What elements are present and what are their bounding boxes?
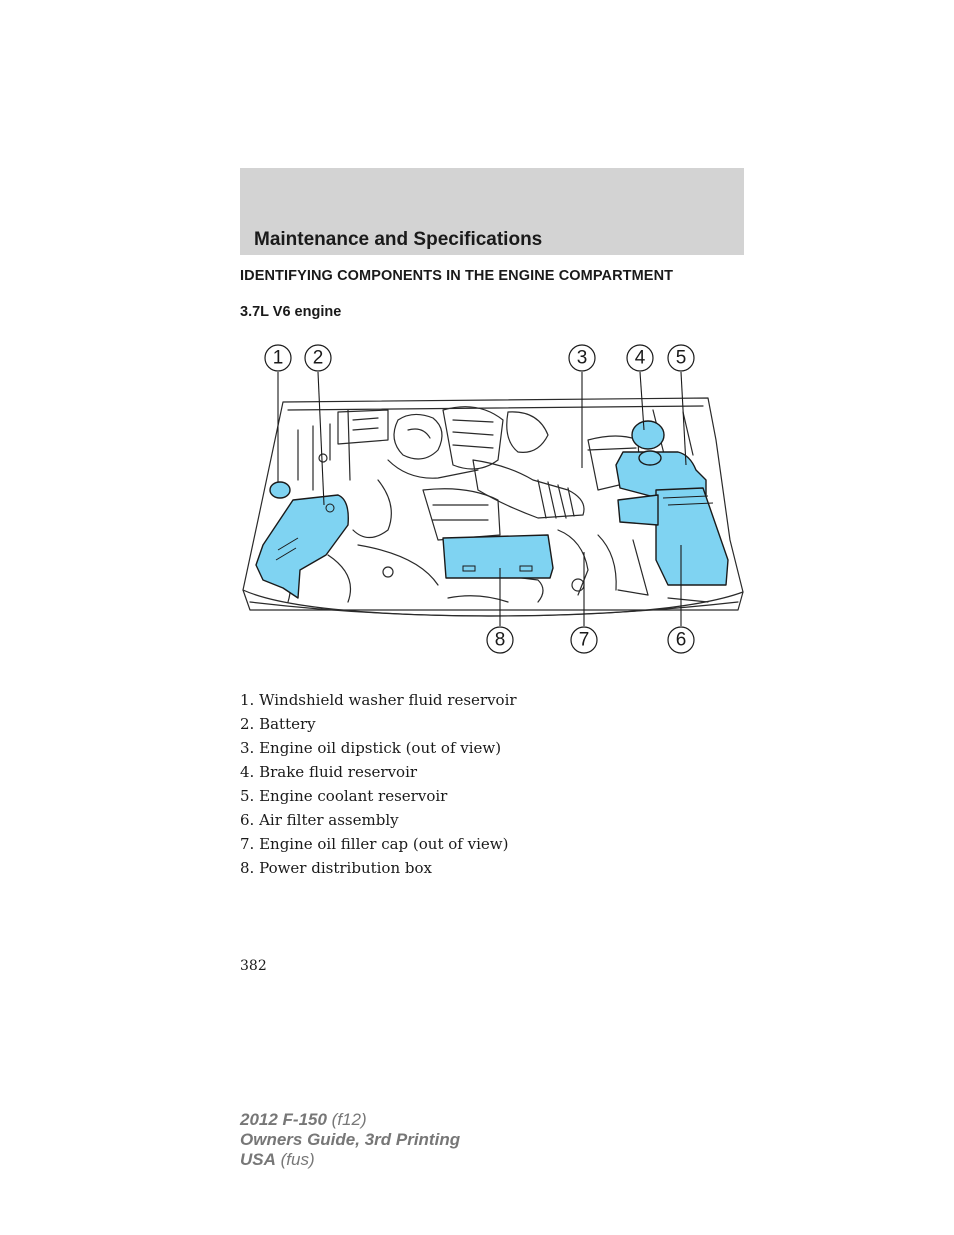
callout-5: 5 — [667, 344, 695, 372]
callout-label-8: 8 — [495, 630, 506, 651]
legend-item: 8. Power distribution box — [240, 859, 432, 877]
section-header-band — [240, 168, 744, 255]
page-number: 382 — [240, 958, 267, 974]
callout-leaders — [277, 371, 687, 626]
callout-8: 8 — [486, 626, 514, 654]
footer-market-code: (fus) — [275, 1150, 315, 1169]
callout-label-4: 4 — [635, 348, 646, 369]
callout-3: 3 — [568, 344, 596, 372]
engine-compartment-diagram: 1 2 3 4 5 8 7 6 — [242, 344, 744, 654]
component-legend: 1. Windshield washer fluid reservoir 2. … — [240, 688, 517, 880]
callout-2: 2 — [304, 344, 332, 372]
callout-7: 7 — [570, 626, 598, 654]
callout-label-6: 6 — [676, 630, 687, 651]
air-filter-shape — [617, 487, 729, 586]
callout-1: 1 — [264, 344, 292, 372]
engine-subheading: 3.7L V6 engine — [240, 304, 342, 320]
callout-label-1: 1 — [273, 348, 284, 369]
brake-reservoir-shape — [631, 420, 665, 466]
power-distribution-box-shape — [442, 534, 554, 579]
legend-item: 1. Windshield washer fluid reservoir — [240, 691, 517, 709]
footer-line-2: Owners Guide, 3rd Printing — [240, 1130, 461, 1149]
engine-bay-outline — [242, 397, 744, 617]
battery-shape — [255, 494, 349, 599]
callout-6: 6 — [667, 626, 695, 654]
footer-line-3: USA (fus) — [240, 1150, 460, 1170]
callout-label-3: 3 — [577, 348, 588, 369]
section-title: Maintenance and Specifications — [254, 229, 543, 250]
legend-item: 5. Engine coolant reservoir — [240, 787, 448, 805]
callout-label-2: 2 — [313, 348, 324, 369]
callout-label-7: 7 — [579, 630, 590, 651]
footer-market: USA — [240, 1150, 276, 1169]
legend-item: 2. Battery — [240, 715, 316, 733]
washer-reservoir-cap — [269, 481, 291, 499]
legend-item: 7. Engine oil filler cap (out of view) — [240, 835, 509, 853]
legend-item: 4. Brake fluid reservoir — [240, 763, 418, 781]
callout-label-5: 5 — [676, 348, 687, 369]
footer-line-1: 2012 F-150 (f12) — [240, 1110, 460, 1130]
legend-item: 3. Engine oil dipstick (out of view) — [240, 739, 502, 757]
footer-model: 2012 F-150 — [240, 1110, 327, 1129]
document-footer: 2012 F-150 (f12) Owners Guide, 3rd Print… — [240, 1110, 460, 1170]
callout-4: 4 — [626, 344, 654, 372]
legend-item: 6. Air filter assembly — [240, 811, 399, 829]
page-heading: IDENTIFYING COMPONENTS IN THE ENGINE COM… — [240, 268, 674, 284]
footer-model-code: (f12) — [326, 1110, 367, 1129]
